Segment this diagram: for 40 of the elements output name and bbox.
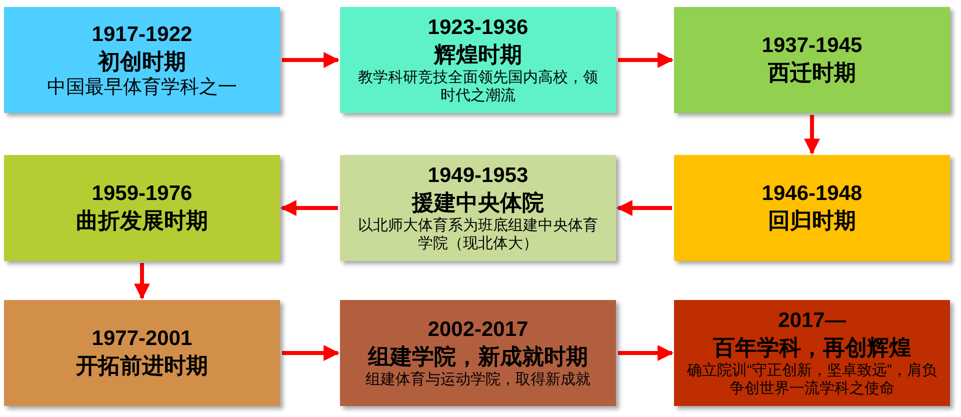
period-box [674, 300, 950, 406]
period-description: 组建体育与运动学院，取得新成就 [364, 371, 592, 389]
year-label: 1937-1945 [762, 33, 862, 59]
period-box [340, 155, 616, 261]
arrow [616, 200, 672, 216]
period-box [674, 155, 950, 261]
period-title: 百年学科，再创辉煌 [713, 334, 911, 362]
period-title: 西迁时期 [768, 59, 856, 87]
period-title: 辉煌时期 [434, 41, 522, 69]
period-box [674, 7, 950, 113]
arrow [804, 115, 820, 155]
period-title: 开拓前进时期 [76, 352, 208, 380]
arrow [282, 345, 340, 361]
year-label: 1949-1953 [428, 163, 528, 189]
year-label: 2002-2017 [428, 317, 528, 343]
arrow [618, 52, 674, 68]
arrow [280, 200, 338, 216]
year-label: 1923-1936 [428, 15, 528, 41]
period-box [4, 155, 280, 261]
period-box [4, 300, 280, 406]
period-title: 初创时期 [98, 48, 186, 76]
year-label: 1917-1922 [92, 22, 192, 48]
period-description: 教学科研竞技全面领先国内高校，领时代之潮流 [357, 69, 599, 105]
period-description: 以北师大体育系为班底组建中央体育学院（现北体大） [357, 217, 599, 253]
year-label: 1977-2001 [92, 326, 192, 352]
period-title: 曲折发展时期 [76, 207, 208, 235]
period-description: 中国最早体育学科之一 [46, 76, 238, 98]
period-box [4, 7, 280, 113]
period-title: 组建学院，新成就时期 [368, 343, 588, 371]
year-label: 2017— [778, 308, 846, 334]
arrow [618, 345, 674, 361]
period-box [340, 7, 616, 113]
period-title: 援建中央体院 [412, 189, 544, 217]
year-label: 1959-1976 [92, 181, 192, 207]
period-box [340, 300, 616, 406]
arrow [134, 263, 150, 300]
period-description: 确立院训“守正创新，坚卓致远”，肩负争创世界一流学科之使命 [686, 362, 938, 398]
year-label: 1946-1948 [762, 181, 862, 207]
period-title: 回归时期 [768, 207, 856, 235]
arrow [282, 52, 340, 68]
